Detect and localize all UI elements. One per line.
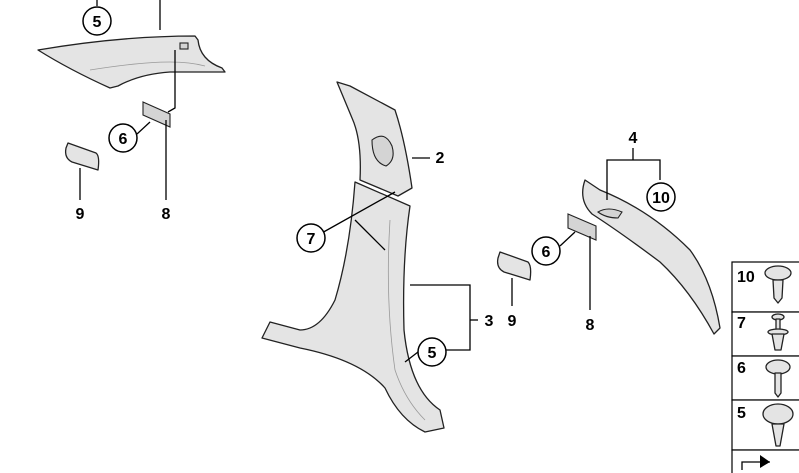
badge-right [496, 251, 532, 306]
pin-7-icon [767, 313, 789, 351]
svg-text:5: 5 [93, 14, 102, 31]
callout-5-top: 5 [82, 6, 112, 36]
b-pillar-lower-trim [261, 181, 445, 433]
callout-3: 3 [485, 313, 494, 330]
clip-bracket-right [567, 213, 597, 310]
legend-10: 10 [737, 269, 755, 286]
callout-8-left: 8 [162, 206, 171, 223]
rivet-10-icon [764, 265, 792, 304]
fastener-legend: 10 7 6 5 [731, 261, 799, 473]
legend-5: 5 [737, 405, 746, 422]
svg-text:6: 6 [542, 244, 551, 261]
svg-text:6: 6 [119, 131, 128, 148]
callout-5-middle: 5 [417, 337, 447, 367]
arrow-icon [741, 455, 770, 470]
callout-4: 4 [629, 130, 638, 147]
callout-9-right: 9 [508, 313, 517, 330]
c-pillar-trim [582, 179, 721, 335]
clip-5-icon [762, 403, 794, 447]
callout-6-right: 6 [531, 236, 561, 266]
callout-2: 2 [436, 150, 445, 167]
upper-trim-panel [37, 35, 226, 89]
badge-left [64, 142, 100, 200]
svg-text:10: 10 [652, 190, 670, 207]
legend-6: 6 [737, 360, 746, 377]
callout-8-right: 8 [586, 317, 595, 334]
svg-text:5: 5 [428, 345, 437, 362]
callout-9-left: 9 [76, 206, 85, 223]
legend-7: 7 [737, 315, 746, 332]
callout-10: 10 [646, 182, 676, 212]
clip-bracket-left [142, 50, 176, 200]
callout-6-left: 6 [108, 123, 138, 153]
svg-text:7: 7 [307, 231, 316, 248]
screw-6-icon [765, 359, 791, 398]
b-pillar-upper-trim [336, 81, 413, 197]
callout-7: 7 [296, 223, 326, 253]
